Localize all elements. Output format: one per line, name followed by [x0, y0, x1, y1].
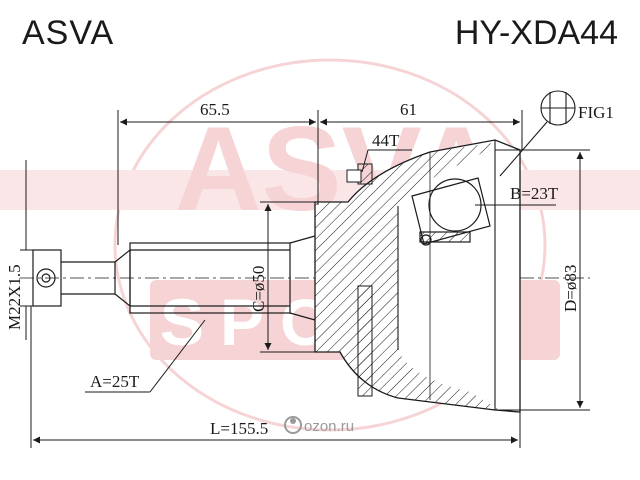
dim-housing-length-label: 61	[400, 100, 417, 119]
inner-spline-label: B=23T	[510, 184, 559, 203]
dim-shaft-length	[117, 110, 319, 245]
dim-thread	[20, 160, 33, 340]
dim-total-length-label: L=155.5	[210, 419, 268, 438]
dim-shaft-diameter	[260, 201, 318, 353]
dim-thread-label: M22X1.5	[5, 264, 24, 330]
watermark-site: ozon.ru	[304, 418, 354, 435]
dim-shaft-length-label: 65.5	[200, 100, 230, 119]
outer-spline-leader	[85, 319, 206, 393]
outer-spline-label: A=25T	[90, 372, 140, 391]
fig-symbol-icon	[499, 90, 576, 177]
ozon-logo-icon	[284, 416, 302, 434]
dim-total-length	[30, 306, 521, 448]
abs-teeth-leader	[361, 149, 412, 173]
dim-housing-length	[320, 110, 523, 150]
fig-ref-label: FIG1	[578, 103, 614, 122]
dim-outer-diameter	[495, 149, 590, 411]
splined-shaft	[114, 235, 316, 321]
brand-name: ASVA	[22, 14, 115, 52]
abs-teeth-label: 44T	[372, 131, 400, 150]
dim-shaft-diameter-label: C=ø50	[249, 266, 268, 312]
threaded-stub	[32, 249, 116, 307]
dim-outer-diameter-label: D=ø83	[561, 265, 580, 312]
part-number: HY-XDA44	[454, 14, 618, 52]
abs-ring	[346, 163, 373, 397]
